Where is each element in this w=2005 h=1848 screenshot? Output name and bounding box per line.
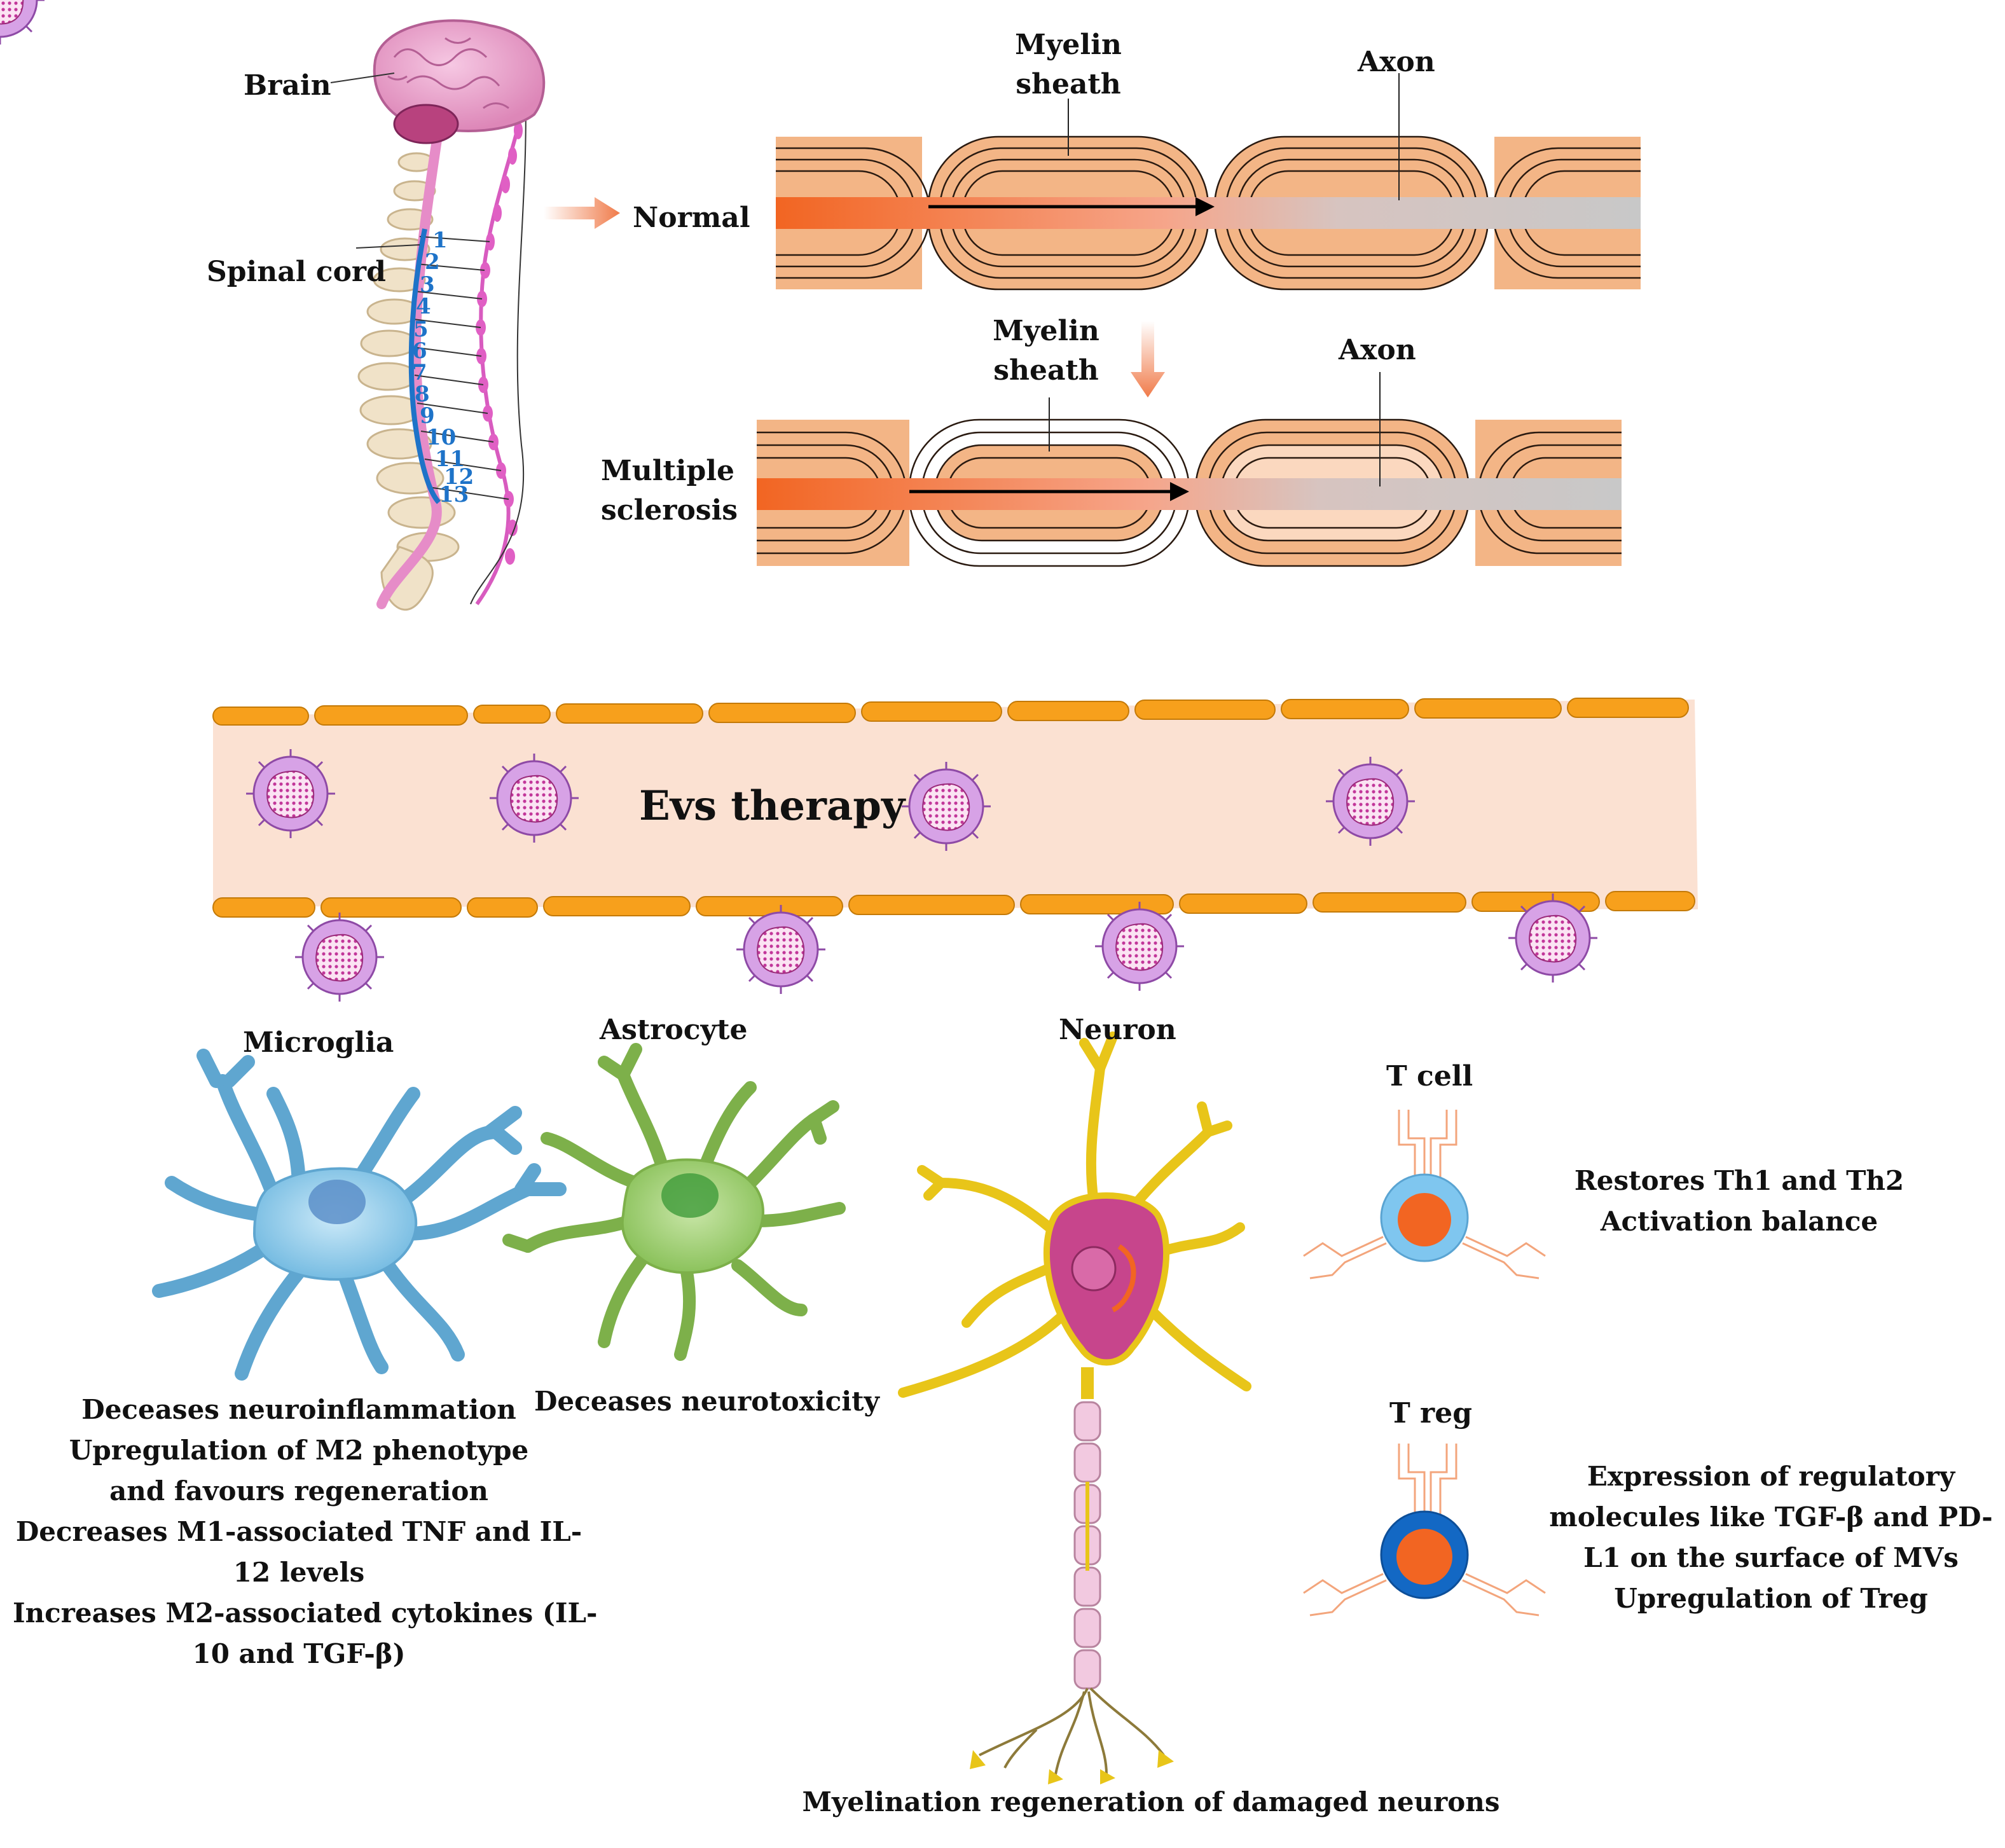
spinal-cord [376, 122, 444, 609]
vertebra-number: 6 [412, 338, 427, 364]
neuron-title: Neuron [1059, 1014, 1176, 1046]
effect-line: and favours regeneration [109, 1475, 488, 1507]
effect-line: Deceases neurotoxicity [534, 1386, 879, 1417]
ms-axon-diagram [757, 372, 1622, 567]
t-reg-title: T reg [1389, 1397, 1473, 1430]
multiple-sclerosis-label: Multiple sclerosis [601, 452, 738, 530]
myelin-label-line: Myelin [1015, 29, 1122, 61]
vertebra-number: 7 [412, 360, 427, 385]
ms-label-line: Multiple [601, 455, 734, 487]
bottom-endothelium [212, 891, 1695, 918]
astrocyte-effects: Deceases neurotoxicity [534, 1381, 879, 1422]
axon-label-ms: Axon [1339, 334, 1416, 366]
myelin-label-line: sheath [993, 354, 1099, 387]
vertebra-number: 9 [420, 403, 435, 429]
evs-therapy-title: Evs therapy [639, 782, 906, 830]
normal-label: Normal [633, 202, 750, 234]
t-cell-effects: Restores Th1 and Th2 Activation balance [1545, 1161, 1933, 1242]
spinal-cord-pointer [355, 244, 420, 249]
ev-particle [0, 0, 45, 45]
vertebra-number: 10 [426, 425, 457, 450]
microglia-title: Microglia [243, 1026, 394, 1059]
astrocyte-title: Astrocyte [600, 1014, 748, 1046]
myelin-label-line: sheath [1016, 68, 1121, 100]
t-cell-illustration [1303, 1110, 1546, 1279]
t-reg-illustration [1303, 1444, 1546, 1617]
microglia-illustration [152, 1049, 567, 1381]
effect-line: Upregulation of Treg [1614, 1583, 1928, 1614]
effect-line: Upregulation of M2 phenotype [69, 1435, 529, 1466]
myelin-sheath-label-normal: Myelin sheath [1005, 25, 1132, 104]
effect-line: 12 levels [233, 1557, 365, 1588]
vertebra-number: 4 [416, 294, 431, 319]
ganglia [476, 121, 523, 565]
effect-line: Myelination regeneration of damaged neur… [802, 1786, 1500, 1817]
vertebra-number: 3 [420, 272, 435, 298]
effect-line: Deceases neuroinflammation [81, 1394, 516, 1425]
brain-label: Brain [244, 69, 331, 102]
vertebra-number: 11 [435, 446, 465, 472]
effect-line: Activation balance [1600, 1206, 1878, 1237]
neuron-effects: Myelination regeneration of damaged neur… [801, 1782, 1501, 1823]
myelin-sheath-label-ms: Myelin sheath [982, 312, 1110, 390]
t-cell-title: T cell [1386, 1060, 1473, 1093]
vertebra-number: 13 [439, 482, 469, 507]
effect-line: Restores Th1 and Th2 [1574, 1165, 1905, 1196]
vertebra-number: 1 [432, 228, 448, 253]
vertebra-number: 8 [415, 382, 430, 407]
ms-label-line: sclerosis [601, 494, 738, 527]
spinal-cord-label: Spinal cord [207, 256, 386, 288]
arrow-to-ms [1131, 321, 1165, 397]
top-endothelium [212, 698, 1689, 726]
myelin-segments [1073, 1401, 1101, 1690]
neuron-illustration [898, 1031, 1251, 1784]
t-reg-effects: Expression of regulatory molecules like … [1539, 1456, 2003, 1619]
cerebellum [393, 104, 459, 144]
astrocyte-illustration [502, 1043, 846, 1361]
axon-label-normal: Axon [1358, 46, 1435, 78]
spinal-nerve-chain [475, 114, 523, 605]
normal-axon-diagram [776, 73, 1641, 291]
brain-pointer [330, 72, 395, 83]
ev-particles [0, 0, 1599, 1003]
brain-folds [387, 37, 509, 109]
effect-line: Decreases M1-associated TNF and IL- [15, 1516, 582, 1547]
nerve-rootlets [413, 236, 509, 500]
microglia-effects: Deceases neuroinflammation Upregulation … [13, 1389, 598, 1674]
body-outline [470, 69, 527, 605]
vertebra-number: 2 [425, 249, 440, 275]
vertebra-number: 5 [413, 317, 429, 342]
myelin-label-line: Myelin [993, 315, 1099, 347]
effect-line: molecules like TGF-β and PD- [1549, 1501, 1993, 1533]
effect-line: L1 on the surface of MVs [1583, 1542, 1959, 1573]
brain-spine-illustration [330, 19, 546, 611]
effect-line: 10 and TGF-β) [192, 1638, 406, 1669]
effect-line: Increases M2-associated cytokines (IL- [13, 1597, 598, 1629]
vertebral-blue-band [408, 228, 441, 504]
vertebra-number: 12 [444, 464, 474, 490]
effect-line: Expression of regulatory [1587, 1461, 1955, 1492]
arrow-to-normal [544, 197, 620, 229]
